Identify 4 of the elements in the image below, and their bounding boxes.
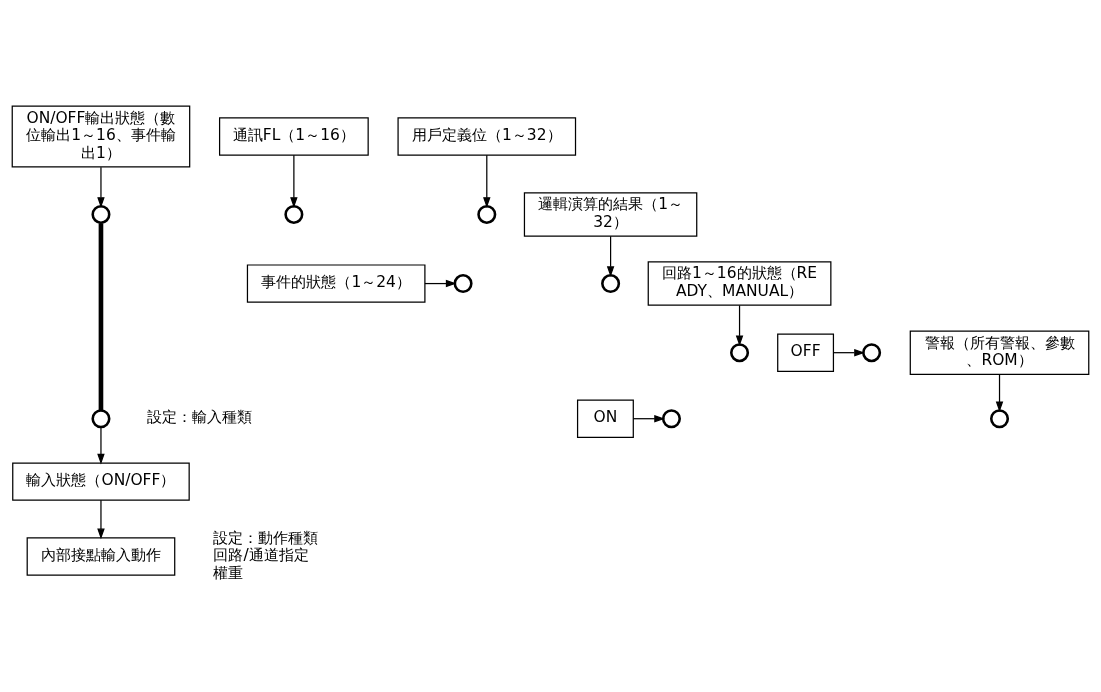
node-label: 回路/通道指定 <box>213 545 309 564</box>
node-label: 設定：輸入種類 <box>147 407 253 426</box>
node-label: 設定：動作種類 <box>213 528 319 547</box>
node-label: 權重 <box>213 563 244 582</box>
